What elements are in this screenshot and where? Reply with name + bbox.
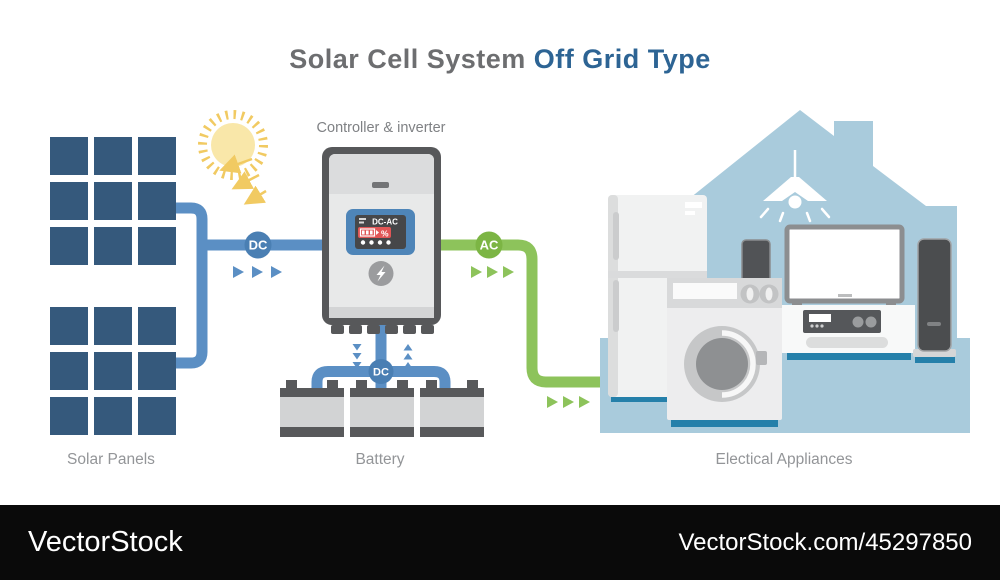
- title-part-2: Off Grid Type: [533, 44, 711, 74]
- solar-panel-top: [50, 137, 176, 265]
- speaker-small: [741, 239, 771, 283]
- solar-panel-array: [50, 137, 176, 435]
- pendant-lamp-icon: [759, 150, 831, 223]
- fridge-handle: [613, 280, 619, 332]
- ac-wire: [441, 239, 606, 388]
- wire-badge-ac: AC: [475, 231, 503, 259]
- ac-badge-label: AC: [480, 238, 499, 253]
- sun-rays: [198, 110, 268, 180]
- wire-badge-dc-battery: DC: [368, 359, 394, 384]
- washing-machine: [667, 278, 782, 420]
- battery-unit: [420, 380, 484, 437]
- battery-unit: [350, 380, 414, 437]
- tv-stand: [782, 305, 915, 353]
- battery-bank: [280, 380, 484, 437]
- dc-badge-label: DC: [249, 238, 268, 253]
- appliance-shadows: [611, 352, 955, 427]
- watermark-url: VectorStock.com/45297850: [678, 528, 972, 556]
- av-receiver: [803, 310, 881, 333]
- screen-percent-symbol: %: [381, 229, 389, 239]
- panel-collector-wire: [173, 202, 208, 369]
- solar-panel-bottom: [50, 307, 176, 435]
- inverter-display-panel: DC-AC %: [346, 209, 415, 255]
- speaker-tower: [913, 238, 956, 357]
- controller-label: Controller & inverter: [317, 120, 446, 136]
- inverter-vent: [372, 182, 389, 188]
- sun-icon: [198, 110, 268, 205]
- dc-battery-badge-label: DC: [373, 367, 389, 379]
- watermark-brand: VectorStock: [28, 526, 183, 558]
- solar-panels-label: Solar Panels: [67, 451, 155, 468]
- watermark-bar: VectorStock VectorStock.com/45297850: [0, 505, 1000, 580]
- wire-badge-dc-panels: DC: [244, 231, 272, 259]
- television: [784, 224, 905, 306]
- lightning-bolt-icon: [368, 261, 394, 286]
- ac-flow-arrows: [471, 266, 590, 408]
- dc-flow-arrows: [233, 266, 413, 369]
- controller-inverter: DC-AC %: [322, 147, 441, 334]
- battery-unit: [280, 380, 344, 437]
- freezer-handle: [613, 212, 619, 260]
- stand-shelf-slot: [806, 337, 888, 348]
- battery-label: Battery: [355, 451, 404, 468]
- title-part-1: Solar Cell System: [289, 44, 526, 74]
- appliances-label: Electical Appliances: [716, 451, 853, 468]
- sunlight-arrows: [219, 154, 267, 205]
- screen-mode-label: DC-AC: [372, 218, 398, 227]
